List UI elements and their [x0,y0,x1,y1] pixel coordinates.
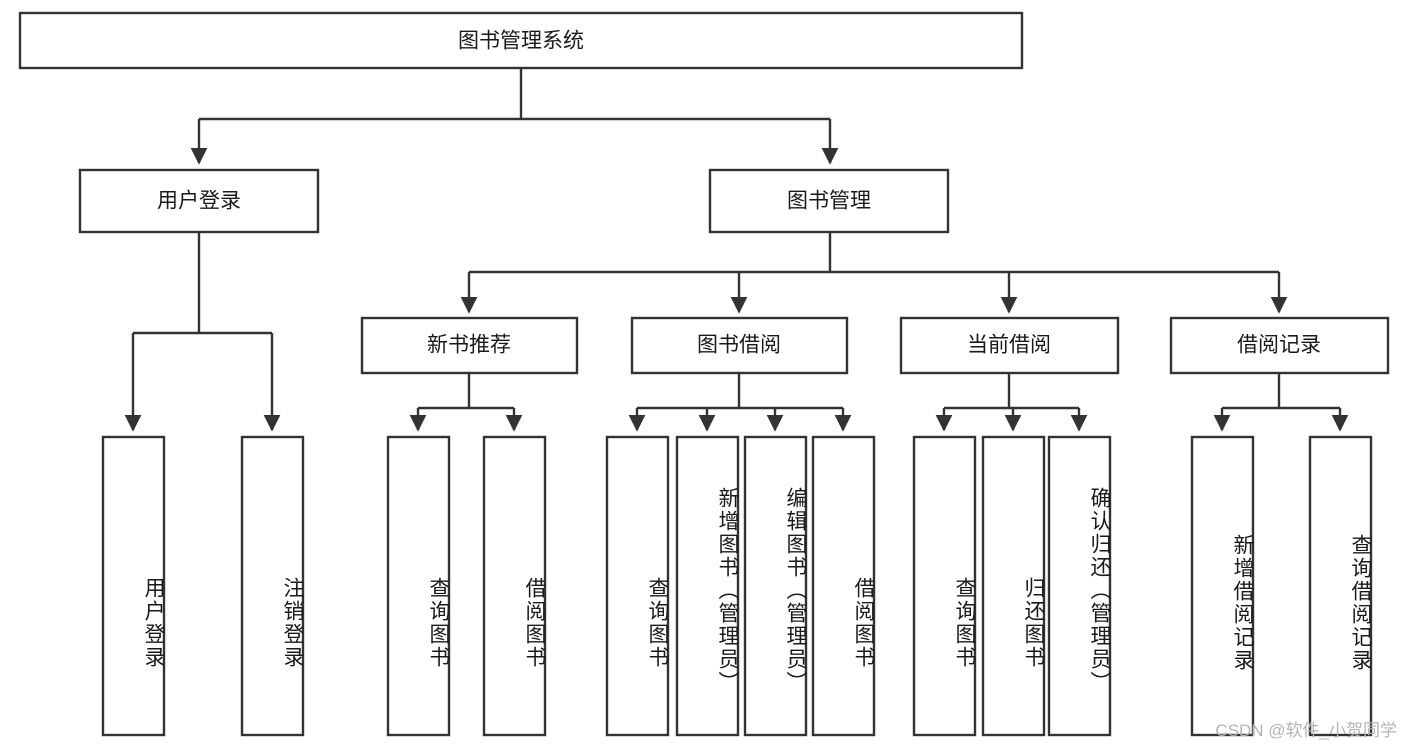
node-new-book-recommend-box[interactable] [360,316,579,375]
node-user-login-box[interactable] [78,168,320,234]
node-user-login[interactable]: 用户登录 [78,168,320,234]
connector-group-book-management-to-level3 [460,232,1288,314]
leaf-box-query-book-borrow[interactable] [605,435,670,737]
node-root-label: 图书管理系统 [458,30,584,53]
node-borrow-record-box[interactable] [1169,316,1390,375]
node-borrow-record-label: 借阅记录 [1237,334,1321,357]
connector-group-borrow-record-to-leaves [1213,373,1349,432]
leaf-box-group [101,435,1373,737]
leaf-box-return-book[interactable] [981,435,1046,737]
node-new-book-recommend-label: 新书推荐 [427,334,511,357]
node-book-borrow[interactable]: 图书借阅 [630,316,849,375]
node-new-book-recommend[interactable]: 新书推荐 [360,316,579,375]
leaf-box-query-borrow-record[interactable] [1308,435,1373,737]
node-current-borrow-label: 当前借阅 [967,334,1051,357]
node-book-management-label: 图书管理 [787,190,871,213]
node-book-borrow-label: 图书借阅 [697,334,781,357]
csdn-watermark: CSDN @软件_小贺同学 [1215,721,1397,740]
node-current-borrow-box[interactable] [899,316,1120,375]
connector-group-current-borrow-to-leaves [935,373,1088,432]
leaf-box-query-book-current[interactable] [912,435,977,737]
node-borrow-record[interactable]: 借阅记录 [1169,316,1390,375]
node-book-management-box[interactable] [708,168,950,234]
leaf-box-query-book-recommend[interactable] [386,435,451,737]
leaf-box-edit-book-admin[interactable] [743,435,808,737]
node-user-login-label: 用户登录 [157,190,241,213]
connector-group-new-book-recommend-to-leaves [409,373,523,432]
node-book-management[interactable]: 图书管理 [708,168,950,234]
node-book-borrow-box[interactable] [630,316,849,375]
leaf-box-add-book-admin[interactable] [675,435,740,737]
connector-group-book-borrow-to-leaves [628,373,852,432]
leaf-box-user-login[interactable] [101,435,166,737]
node-root[interactable]: 图书管理系统 [18,11,1024,70]
node-current-borrow[interactable]: 当前借阅 [899,316,1120,375]
leaf-box-add-borrow-record[interactable] [1190,435,1255,737]
leaf-box-logout[interactable] [240,435,305,737]
connector-group-user-login-to-leaves [124,232,281,432]
connector-group-root-to-level2 [190,68,839,165]
leaf-box-borrow-book-recommend[interactable] [482,435,547,737]
node-root-box[interactable] [18,11,1024,70]
leaf-box-confirm-return-admin[interactable] [1047,435,1112,737]
leaf-box-borrow-book[interactable] [811,435,876,737]
